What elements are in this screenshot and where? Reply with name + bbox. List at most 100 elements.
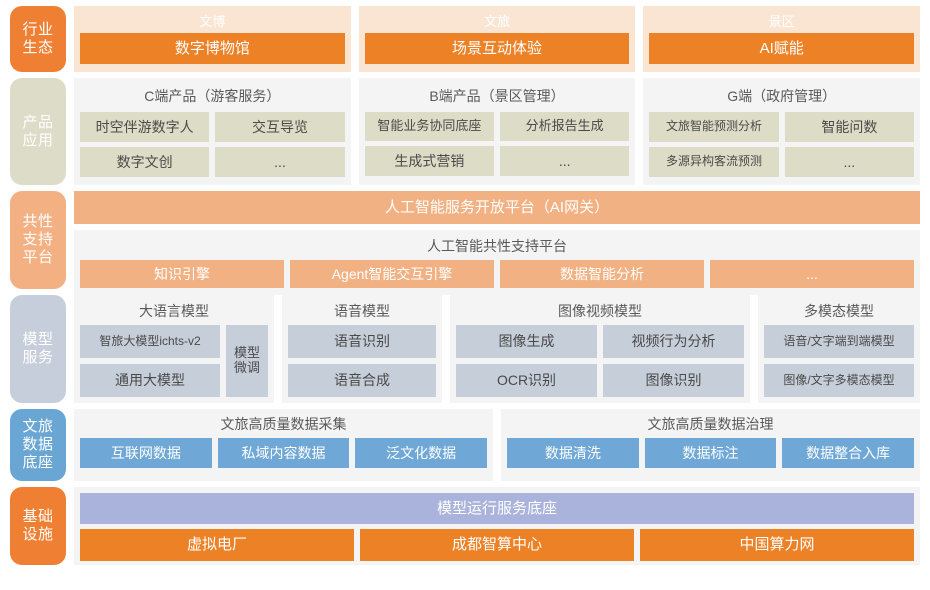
speech-models: 语音识别 语音合成 xyxy=(288,325,436,397)
product-row: 智能业务协同底座 分析报告生成 xyxy=(364,112,630,141)
model-group-llm: 大语言模型 智旅大模型ichts-v2 通用大模型 模型微调 xyxy=(74,295,274,403)
common-support-platform-panel: 人工智能共性支持平台 知识引擎 Agent智能交互引擎 数据智能分析 ... xyxy=(74,230,920,296)
model-group-speech: 语音模型 语音识别 语音合成 xyxy=(282,295,442,403)
model-item[interactable]: 语音识别 xyxy=(288,325,436,358)
product-item[interactable]: 交互导览 xyxy=(215,112,345,143)
group-title: G端（政府管理） xyxy=(727,88,837,104)
model-groups: 大语言模型 智旅大模型ichts-v2 通用大模型 模型微调 语音模型 语音识别… xyxy=(74,295,920,403)
model-item-finetune[interactable]: 模型微调 xyxy=(226,325,268,397)
layer-product-application: 产品 应用 C端产品（游客服务） 时空伴游数字人 交互导览 数字文创 ... B… xyxy=(10,78,921,185)
data-item[interactable]: 泛文化数据 xyxy=(355,438,488,469)
product-item-more[interactable]: ... xyxy=(215,147,345,178)
model-item[interactable]: OCR识别 xyxy=(456,364,597,397)
ecosystem-item[interactable]: AI赋能 xyxy=(649,33,915,65)
data-item[interactable]: 互联网数据 xyxy=(80,438,212,469)
ecosystem-groups: 文博 数字博物馆 文旅 场景互动体验 景区 AI赋能 xyxy=(74,6,921,72)
product-item[interactable]: 数字文创 xyxy=(80,147,210,178)
data-chip-row: 互联网数据 私域内容数据 泛文化数据 xyxy=(80,438,488,469)
data-group-governance: 文旅高质量数据治理 数据清洗 数据标注 数据整合入库 xyxy=(501,409,920,481)
model-group-vision: 图像视频模型 图像生成 视频行为分析 OCR识别 图像识别 xyxy=(450,295,750,403)
data-item[interactable]: 私域内容数据 xyxy=(217,438,350,469)
group-title: 图像视频模型 xyxy=(558,303,642,319)
layer-common-support-platform: 共性 支持 平台 人工智能服务开放平台（AI网关） 人工智能共性支持平台 知识引… xyxy=(10,191,920,296)
support-chip-row: 知识引擎 Agent智能交互引擎 数据智能分析 ... xyxy=(80,260,914,289)
product-row: 时空伴游数字人 交互导览 xyxy=(80,112,345,143)
model-runtime-bar[interactable]: 模型运行服务底座 xyxy=(80,493,914,525)
product-row: 多源异构客流预测 ... xyxy=(649,147,915,178)
data-groups: 文旅高质量数据采集 互联网数据 私域内容数据 泛文化数据 文旅高质量数据治理 数… xyxy=(74,409,920,481)
group-title: 文旅 xyxy=(484,14,511,29)
layer-industry-ecosystem: 行业 生态 文博 数字博物馆 文旅 场景互动体验 景区 AI赋能 xyxy=(10,6,921,72)
layer-label-data-foundation: 文旅 数据 底座 xyxy=(10,409,66,481)
multimodal-models: 语音/文字端到端模型 图像/文字多模态模型 xyxy=(764,325,914,397)
product-groups: C端产品（游客服务） 时空伴游数字人 交互导览 数字文创 ... B端产品（景区… xyxy=(74,78,921,185)
infra-panel: 模型运行服务底座 虚拟电厂 成都智算中心 中国算力网 xyxy=(74,487,920,565)
layer-label-industry-ecosystem: 行业 生态 xyxy=(10,6,66,72)
model-item[interactable]: 智旅大模型ichts-v2 xyxy=(80,325,220,358)
product-item[interactable]: 分析报告生成 xyxy=(500,112,630,141)
layer-label-line: 应用 xyxy=(22,131,54,149)
support-chip[interactable]: 知识引擎 xyxy=(80,260,284,289)
product-group-g-end: G端（政府管理） 文旅智能预测分析 智能问数 多源异构客流预测 ... xyxy=(643,78,921,185)
data-item[interactable]: 数据整合入库 xyxy=(782,438,915,469)
layer-label-line: 生态 xyxy=(22,39,54,56)
ai-gateway-bar[interactable]: 人工智能服务开放平台（AI网关） xyxy=(74,191,920,225)
infra-item[interactable]: 成都智算中心 xyxy=(360,529,634,561)
product-item[interactable]: 智能业务协同底座 xyxy=(364,112,495,141)
ecosystem-group-wenbo: 文博 数字博物馆 xyxy=(74,6,351,72)
group-title: 文旅高质量数据采集 xyxy=(220,416,347,432)
model-item[interactable]: 图像生成 xyxy=(456,325,597,358)
infra-chip-row: 虚拟电厂 成都智算中心 中国算力网 xyxy=(80,529,914,561)
product-item[interactable]: 生成式营销 xyxy=(364,145,495,177)
llm-models: 智旅大模型ichts-v2 通用大模型 xyxy=(80,325,220,397)
data-item[interactable]: 数据清洗 xyxy=(507,438,639,469)
product-row: 数字文创 ... xyxy=(80,147,345,178)
product-item-more[interactable]: ... xyxy=(500,145,630,177)
layer-label-model-service: 模型 服务 xyxy=(10,295,66,403)
group-title: 大语言模型 xyxy=(139,303,209,319)
infra-item[interactable]: 虚拟电厂 xyxy=(80,529,354,561)
model-item[interactable]: 语音/文字端到端模型 xyxy=(764,325,914,358)
infra-item[interactable]: 中国算力网 xyxy=(640,529,914,561)
support-chip-more[interactable]: ... xyxy=(710,260,914,289)
product-row: 生成式营销 ... xyxy=(364,145,630,177)
layer-model-service: 模型 服务 大语言模型 智旅大模型ichts-v2 通用大模型 模型微调 语 xyxy=(10,295,920,403)
layer-label-product-application: 产品 应用 xyxy=(10,78,66,185)
group-title: 景区 xyxy=(768,14,795,29)
layer-data-foundation: 文旅 数据 底座 文旅高质量数据采集 互联网数据 私域内容数据 泛文化数据 文旅… xyxy=(10,409,920,481)
model-item[interactable]: 图像/文字多模态模型 xyxy=(764,364,914,397)
ecosystem-item[interactable]: 场景互动体验 xyxy=(364,33,630,65)
data-item[interactable]: 数据标注 xyxy=(644,438,777,469)
layer-label-line: 设施 xyxy=(22,526,54,543)
layer-label-line: 支持 xyxy=(22,231,54,249)
layer-label-infrastructure: 基础 设施 xyxy=(10,487,66,565)
product-item[interactable]: 智能问数 xyxy=(784,112,915,143)
model-item[interactable]: 通用大模型 xyxy=(80,364,220,397)
layer-label-line: 服务 xyxy=(22,349,54,366)
product-item[interactable]: 时空伴游数字人 xyxy=(80,112,210,143)
group-title: B端产品（景区管理） xyxy=(429,88,565,104)
model-item[interactable]: 视频行为分析 xyxy=(603,325,744,358)
support-content: 人工智能服务开放平台（AI网关） 人工智能共性支持平台 知识引擎 Agent智能… xyxy=(74,191,920,296)
ecosystem-group-wenlv: 文旅 场景互动体验 xyxy=(358,6,636,72)
product-item[interactable]: 文旅智能预测分析 xyxy=(649,112,779,143)
layer-label-line: 行业 xyxy=(22,21,54,39)
layer-infrastructure: 基础 设施 模型运行服务底座 虚拟电厂 成都智算中心 中国算力网 xyxy=(10,487,920,565)
product-item-more[interactable]: ... xyxy=(784,147,915,178)
llm-finetune-wrap: 模型微调 xyxy=(226,325,268,397)
model-item[interactable]: 语音合成 xyxy=(288,364,436,397)
product-item[interactable]: 多源异构客流预测 xyxy=(649,147,779,178)
model-item[interactable]: 图像识别 xyxy=(603,364,744,397)
llm-grid: 智旅大模型ichts-v2 通用大模型 模型微调 xyxy=(80,325,268,397)
ecosystem-item[interactable]: 数字博物馆 xyxy=(80,33,345,65)
layer-label-line: 模型 xyxy=(22,331,54,349)
support-chip[interactable]: 数据智能分析 xyxy=(500,260,704,289)
group-title: 多模态模型 xyxy=(804,303,874,319)
product-group-b-end: B端产品（景区管理） 智能业务协同底座 分析报告生成 生成式营销 ... xyxy=(358,78,636,185)
data-chip-row: 数据清洗 数据标注 数据整合入库 xyxy=(507,438,915,469)
layer-label-line: 产品 xyxy=(22,113,54,131)
support-chip[interactable]: Agent智能交互引擎 xyxy=(290,260,494,289)
layer-label-line: 底座 xyxy=(22,453,54,471)
layer-label-common-support-platform: 共性 支持 平台 xyxy=(10,191,66,289)
